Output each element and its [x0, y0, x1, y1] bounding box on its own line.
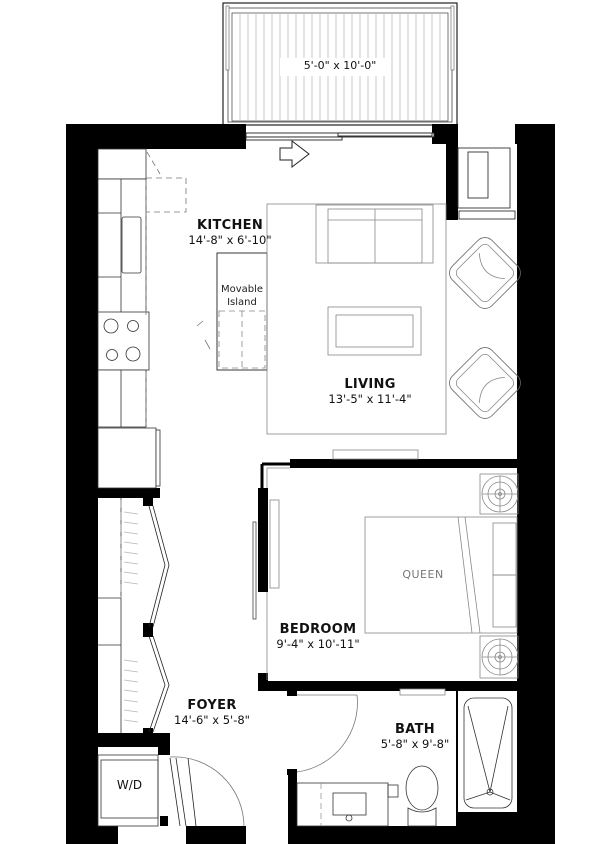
room-dimensions: 13'-5" x 11'-4": [328, 392, 412, 406]
bedroom-furniture: [252, 462, 519, 680]
entry-arrow-icon: [279, 139, 310, 169]
balcony: [222, 2, 458, 126]
room-dimensions: 14'-6" x 5'-8": [174, 713, 250, 727]
island-label-line1: Movable: [220, 284, 264, 295]
kitchen-counters: [97, 148, 161, 489]
room-dimensions: 5'-8" x 9'-8": [380, 737, 450, 751]
room-label-living: LIVING 13'-5" x 11'-4": [310, 377, 430, 406]
washer-dryer: [97, 754, 245, 827]
room-label-foyer: FOYER 14'-6" x 5'-8": [162, 698, 262, 727]
room-name: KITCHEN: [196, 218, 264, 233]
room-label-bath: BATH 5'-8" x 9'-8": [365, 722, 465, 751]
balcony-dimensions: 5'-0" x 10'-0": [303, 59, 377, 72]
closet: [98, 498, 170, 733]
room-name: FOYER: [187, 698, 237, 713]
island-label: Movable Island: [217, 283, 267, 309]
walls: [66, 124, 555, 844]
movable-island: [196, 252, 268, 371]
island-label-line2: Island: [227, 297, 257, 308]
room-label-bedroom: BEDROOM 9'-4" x 10'-11": [268, 622, 368, 651]
room-name: LIVING: [344, 377, 396, 392]
laundry-label: W/D: [116, 778, 143, 792]
room-name: BATH: [395, 722, 435, 737]
living-furniture: [266, 203, 521, 435]
bed-label: QUEEN: [402, 568, 444, 581]
room-name: BEDROOM: [279, 622, 357, 637]
bath-fixtures: [296, 697, 513, 827]
room-dimensions: 14'-8" x 6'-10": [188, 233, 272, 247]
room-dimensions: 9'-4" x 10'-11": [276, 637, 360, 651]
sliding-door: [245, 132, 435, 141]
room-label-kitchen: KITCHEN 14'-8" x 6'-10": [170, 218, 290, 247]
